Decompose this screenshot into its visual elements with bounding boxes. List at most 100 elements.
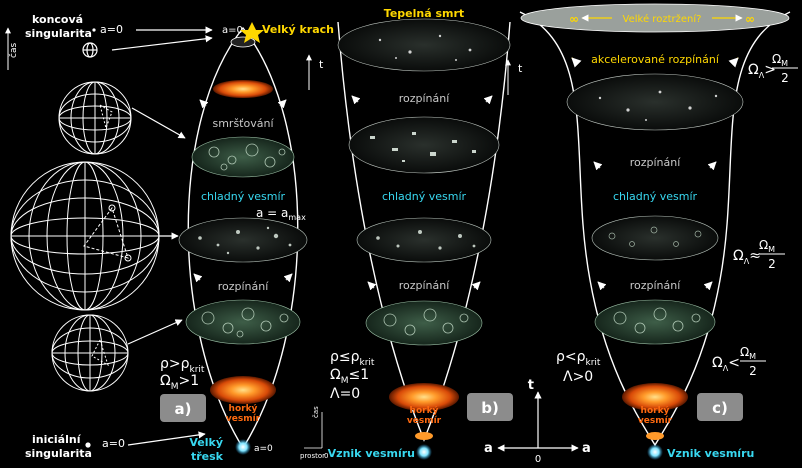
panel-c-lambda: Λ>0 bbox=[563, 369, 593, 385]
svg-text:2: 2 bbox=[781, 71, 789, 85]
panel-b-galaxies-3 bbox=[383, 308, 469, 336]
final-singularity-line1: koncová bbox=[32, 13, 83, 26]
panel-a-bigbang-line1: Velký bbox=[189, 436, 223, 449]
panel-a-big-crunch: Velký krach bbox=[262, 23, 334, 36]
panel-a-amax: a = amax bbox=[256, 206, 306, 222]
panel-c-formula-gt: ΩΛ> ΩM 2 bbox=[748, 52, 798, 85]
panel-c-disk-cold bbox=[591, 215, 719, 261]
initial-singularity-line1: iniciální bbox=[32, 433, 82, 446]
panel-c-small-arrows bbox=[593, 161, 717, 291]
panel-c-disk-rip bbox=[520, 3, 790, 33]
panel-b-expansion: rozpínání bbox=[399, 279, 451, 292]
panel-a-disk-contracting bbox=[191, 136, 295, 178]
left-column bbox=[10, 42, 160, 448]
panel-c-expansion-top: rozpínání bbox=[630, 156, 682, 169]
panel-a-omega: ΩM>1 bbox=[160, 373, 199, 392]
panel-b-disk-heatdeath bbox=[337, 18, 511, 72]
panel-b-heat-death: Tepelná smrt bbox=[384, 7, 464, 20]
svg-text:ΩM: ΩM bbox=[740, 345, 756, 361]
panel-a-mini-time: čas bbox=[312, 406, 320, 418]
svg-text:2: 2 bbox=[749, 364, 757, 378]
panel-b-cold: chladný vesmír bbox=[382, 190, 467, 203]
left-arrows bbox=[111, 26, 213, 446]
panel-b-stars-2 bbox=[370, 132, 476, 162]
panel-b-rho: ρ≤ρkrit bbox=[330, 349, 375, 368]
panel-a-hot-line1: horký bbox=[229, 404, 258, 414]
panel-c-formula-lt: ΩΛ< ΩM 2 bbox=[712, 345, 766, 378]
final-singularity-line2: singularita bbox=[25, 27, 92, 40]
panel-a-bigbang-spark bbox=[235, 439, 251, 455]
panel-a-rho: ρ>ρkrit bbox=[160, 356, 205, 375]
panel-a-bottom-a0: a=0 bbox=[254, 444, 273, 454]
panel-c-accel-arrows bbox=[571, 57, 739, 68]
panel-c-expansion-bottom: rozpínání bbox=[630, 279, 682, 292]
sphere-tiny bbox=[82, 42, 98, 58]
panel-b-badge bbox=[467, 393, 513, 421]
panel-b-expansion-top: rozpínání bbox=[399, 92, 451, 105]
panel-a-disk-top bbox=[230, 36, 256, 48]
panel-a-expansion: rozpínání bbox=[218, 280, 270, 293]
panel-a-bigbang-line2: třesk bbox=[191, 450, 224, 463]
panel-a: t a=0 Velký krach smršťování chladný ves… bbox=[160, 22, 334, 463]
panel-c-origin-spark bbox=[647, 444, 663, 460]
panel-a-disk-crunch-hot bbox=[213, 80, 273, 98]
panel-b: t Tepelná smrt rozpínání chladný vesmír … bbox=[328, 7, 523, 460]
panel-a-mini-zero: 0 bbox=[324, 452, 328, 460]
center-a-left: a bbox=[484, 441, 493, 456]
panel-a-crunch-star-icon bbox=[240, 22, 264, 43]
panel-a-galaxies-1 bbox=[208, 143, 286, 171]
initial-a0: a=0 bbox=[102, 437, 125, 450]
panel-c-infinity-right: ∞ bbox=[745, 12, 755, 26]
panel-c-badge-label: c) bbox=[712, 399, 728, 417]
panel-b-origin: Vznik vesmíru bbox=[328, 447, 415, 460]
panel-b-disk-origin bbox=[415, 432, 433, 440]
panel-a-top-a0: a=0 bbox=[222, 25, 243, 36]
panel-c-disk-expanding bbox=[594, 299, 716, 345]
panel-c-infinity-left: ∞ bbox=[569, 12, 579, 26]
svg-text:2: 2 bbox=[768, 257, 776, 271]
panel-c-disk-accelerated bbox=[566, 73, 744, 131]
left-time-label: čas bbox=[8, 43, 19, 58]
svg-text:ΩM: ΩM bbox=[759, 238, 775, 254]
panel-c-accelerated: akcelerované rozpínání bbox=[591, 53, 720, 66]
panel-c-origin: Vznik vesmíru bbox=[667, 447, 754, 460]
sphere-small bbox=[58, 81, 132, 155]
panel-c-badge bbox=[697, 393, 743, 421]
panel-b-disk-expanding bbox=[365, 300, 483, 346]
panel-c-galaxies-3 bbox=[613, 307, 701, 334]
panel-b-disk-cold bbox=[356, 217, 492, 263]
panel-c-disk-origin bbox=[646, 432, 664, 440]
sphere-large bbox=[10, 161, 160, 311]
svg-text:ΩΛ>: ΩΛ> bbox=[748, 62, 776, 80]
panel-c-disk-hot bbox=[622, 383, 688, 411]
panel-a-contraction: smršťování bbox=[212, 117, 274, 130]
sphere-medium bbox=[51, 314, 129, 392]
center-a-right: a bbox=[582, 441, 591, 456]
panel-c-stars-1 bbox=[598, 90, 718, 121]
panel-b-disk-hot bbox=[389, 383, 459, 411]
final-a0: a=0 bbox=[100, 23, 123, 36]
panel-c-hot-line2: vesmír bbox=[638, 416, 673, 426]
svg-text:ΩΛ<: ΩΛ< bbox=[712, 355, 740, 373]
panel-a-galaxies-3 bbox=[201, 307, 289, 338]
left-time-axis: čas bbox=[5, 27, 19, 70]
panel-c-galaxies-2 bbox=[608, 226, 702, 247]
panel-b-origin-spark bbox=[416, 444, 432, 460]
panel-a-disk-max bbox=[178, 217, 308, 263]
sphere-point bbox=[85, 442, 91, 448]
panel-a-galaxies-2 bbox=[198, 226, 292, 255]
panel-b-disk-expanding-top bbox=[348, 116, 500, 174]
panel-b-t-axis: t bbox=[518, 62, 523, 75]
initial-singularity-line2: singularita bbox=[25, 447, 92, 460]
center-zero: 0 bbox=[535, 454, 541, 465]
panel-a-badge bbox=[160, 394, 206, 422]
center-t-label: t bbox=[528, 378, 534, 393]
svg-text:ΩM: ΩM bbox=[772, 52, 788, 68]
panel-a-mini-space: prostor bbox=[300, 452, 325, 460]
panel-a-t-axis: t bbox=[319, 58, 324, 71]
panel-a-disk-hot bbox=[210, 376, 276, 404]
panel-a-disk-expanding bbox=[185, 299, 301, 345]
panel-b-omega: ΩM≤1 bbox=[330, 367, 369, 386]
